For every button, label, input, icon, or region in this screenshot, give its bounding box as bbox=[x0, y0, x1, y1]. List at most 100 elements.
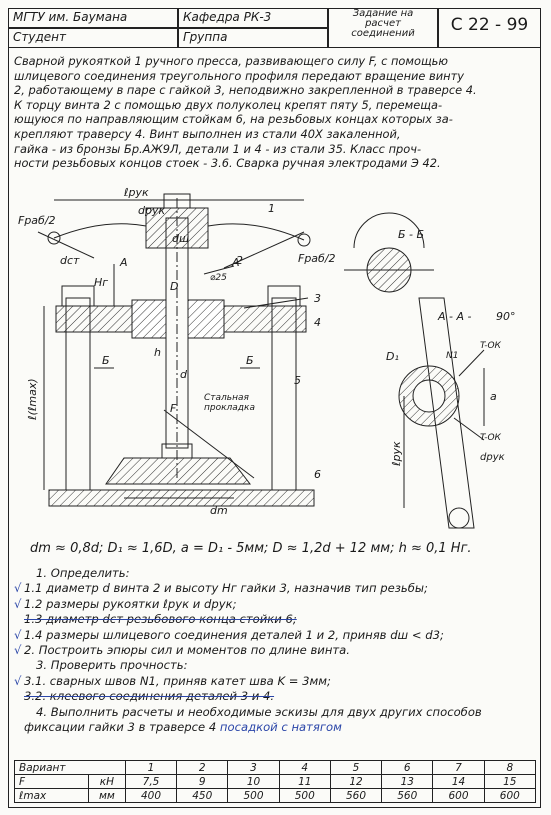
table-cell: 4 bbox=[278, 760, 331, 775]
press-drawing: ℓрук dрук Fраб/2 Fраб/2 dш dст A A D Hг … bbox=[18, 186, 516, 529]
assignment-line1: Задание на bbox=[352, 8, 414, 19]
label-num1: 1 bbox=[268, 202, 275, 215]
length-unit: мм bbox=[87, 788, 126, 803]
label-B-right: Б bbox=[246, 354, 254, 367]
intro-line: Сварной рукояткой 1 ручного пресса, разв… bbox=[14, 54, 448, 68]
weld-leader-1 bbox=[458, 349, 485, 377]
leader-2 bbox=[203, 265, 235, 275]
label-l-ruk-2: ℓрук bbox=[390, 441, 403, 467]
label-num3: 3 bbox=[314, 292, 321, 305]
table-cell: 560 bbox=[381, 788, 434, 803]
table-cell: 5 bbox=[329, 760, 383, 775]
variant-header: Вариант bbox=[14, 760, 126, 775]
assignment-cell: Задание на расчет соединений bbox=[328, 8, 438, 48]
task-text: 3. Проверить прочность: bbox=[36, 658, 188, 673]
label-B-left: Б bbox=[102, 354, 110, 367]
force-unit: кН bbox=[87, 774, 126, 789]
label-l-ruk: ℓрук bbox=[123, 186, 149, 199]
label-d-sh: dш bbox=[172, 232, 189, 245]
label-section-A: A - A - bbox=[437, 310, 472, 323]
table-cell: 3 bbox=[227, 760, 280, 775]
leader-3 bbox=[243, 297, 309, 309]
label-spacer-1: Стальная bbox=[204, 393, 249, 403]
check-mark: √ bbox=[14, 596, 22, 611]
table-cell: 12 bbox=[329, 774, 383, 789]
intro-line: К торцу винта 2 с помощью двух полуколец… bbox=[14, 97, 443, 112]
force-arrow-left bbox=[37, 231, 95, 259]
label-H-r: Hг bbox=[94, 276, 108, 289]
university-cell: МГТУ им. Баумана bbox=[8, 8, 178, 28]
problem-statement: Сварной рукояткой 1 ручного пресса, разв… bbox=[14, 54, 536, 171]
label-spacer-2: прокладка bbox=[204, 403, 255, 413]
department-cell: Кафедра РК-3 bbox=[178, 8, 328, 28]
task-text: 2. Построить эпюры сил и моментов по дли… bbox=[24, 643, 350, 658]
intro-line: крепляют траверсу 4. Винт выполнен из ст… bbox=[14, 126, 401, 141]
section-B-outline bbox=[353, 212, 425, 249]
table-cell: 2 bbox=[176, 760, 229, 775]
task-text: 1. Определить: bbox=[36, 566, 130, 580]
right-column bbox=[271, 297, 297, 491]
task-text: 4. Выполнить расчеты и необходимые эскиз… bbox=[36, 704, 482, 719]
group-cell: Группа bbox=[178, 28, 328, 48]
table-cell: 600 bbox=[483, 788, 537, 803]
table-cell: 15 bbox=[483, 774, 537, 789]
section-A-handle bbox=[418, 297, 475, 529]
intro-line: гайка - из бронзы Бр.АЖ9Л, детали 1 и 4 … bbox=[14, 141, 422, 156]
label-A-left: A bbox=[119, 256, 128, 269]
table-cell: 1 bbox=[124, 760, 178, 775]
label-num4: 4 bbox=[314, 316, 321, 329]
label-angle: ⌀25 bbox=[210, 273, 227, 283]
left-column-nut bbox=[61, 285, 95, 307]
table-row: Вариант 1 2 3 4 5 6 7 8 bbox=[14, 760, 537, 775]
handwritten-note: посадкой с натягом bbox=[219, 720, 342, 735]
intro-line: ющуюся по направляющим стойкам 6, на рез… bbox=[14, 112, 453, 127]
label-F-rab-left: Fраб/2 bbox=[18, 214, 56, 227]
check-mark: √ bbox=[14, 673, 22, 688]
label-angle90: 90° bbox=[496, 310, 516, 323]
table-cell: 13 bbox=[381, 774, 434, 789]
variants-table: Вариант 1 2 3 4 5 6 7 8 F кН 7,5 9 10 11… bbox=[14, 760, 537, 803]
label-num5: 5 bbox=[294, 374, 301, 387]
task-text: фиксации гайки 3 в траверсе 4 bbox=[24, 720, 217, 735]
task-list: 1. Определить: √1.1 диаметр d винта 2 и … bbox=[14, 566, 538, 735]
label-T-ok-1: T-ОК bbox=[480, 341, 502, 351]
intro-line: 2, работающему в паре с гайкой 3, неподв… bbox=[14, 83, 477, 98]
label-N1: N1 bbox=[446, 351, 458, 361]
table-cell: 9 bbox=[176, 774, 229, 789]
table-cell: 10 bbox=[227, 774, 280, 789]
label-d-st: dст bbox=[60, 254, 80, 267]
length-label: ℓmax bbox=[14, 788, 89, 803]
handle-cap bbox=[163, 193, 191, 209]
label-D: D bbox=[170, 280, 178, 293]
task-text: 1.2 размеры рукоятки ℓрук и dрук; bbox=[24, 596, 237, 611]
label-l-max: ℓ(ℓmax) bbox=[26, 378, 39, 421]
table-cell: 450 bbox=[176, 788, 229, 803]
label-d-ruk-2: dрук bbox=[480, 452, 505, 463]
label-d-m: dm bbox=[210, 504, 228, 517]
intro-line: шлицевого соединения треугольного профил… bbox=[14, 68, 464, 83]
check-mark: √ bbox=[14, 643, 22, 658]
design-relations: dm ≈ 0,8d; D₁ ≈ 1,6D, a = D₁ - 5мм; D ≈ … bbox=[30, 541, 472, 556]
task-item: √3.1. сварных швов N1, приняв катет шва … bbox=[14, 674, 538, 689]
label-num6: 6 bbox=[314, 468, 321, 481]
handle-bar-right bbox=[207, 223, 305, 241]
table-cell: 400 bbox=[124, 788, 178, 803]
task-item: 3.2. клеевого соединения деталей 3 и 4. bbox=[14, 689, 538, 704]
task-item: 4. Выполнить расчеты и необходимые эскиз… bbox=[14, 705, 538, 720]
label-d: d bbox=[180, 368, 188, 381]
table-cell: 560 bbox=[329, 788, 383, 803]
task-item: 1.3 диаметр dст резьбового конца стойки … bbox=[14, 612, 538, 627]
label-d-ruk: dрук bbox=[138, 204, 165, 217]
label-num2: 2 bbox=[236, 254, 243, 267]
label-section-B: Б - Б bbox=[398, 228, 424, 241]
table-cell: 11 bbox=[278, 774, 331, 789]
assignment-line2: расчет bbox=[365, 18, 401, 29]
label-F-rab-right: Fраб/2 bbox=[298, 252, 336, 265]
section-A-knob bbox=[448, 507, 470, 529]
table-row: F кН 7,5 9 10 11 12 13 14 15 bbox=[14, 774, 537, 789]
label-F: F bbox=[170, 402, 177, 415]
left-column bbox=[65, 297, 91, 491]
task-text: 1.1 диаметр d винта 2 и высоту Hг гайки … bbox=[24, 581, 428, 596]
table-cell: 6 bbox=[381, 760, 434, 775]
